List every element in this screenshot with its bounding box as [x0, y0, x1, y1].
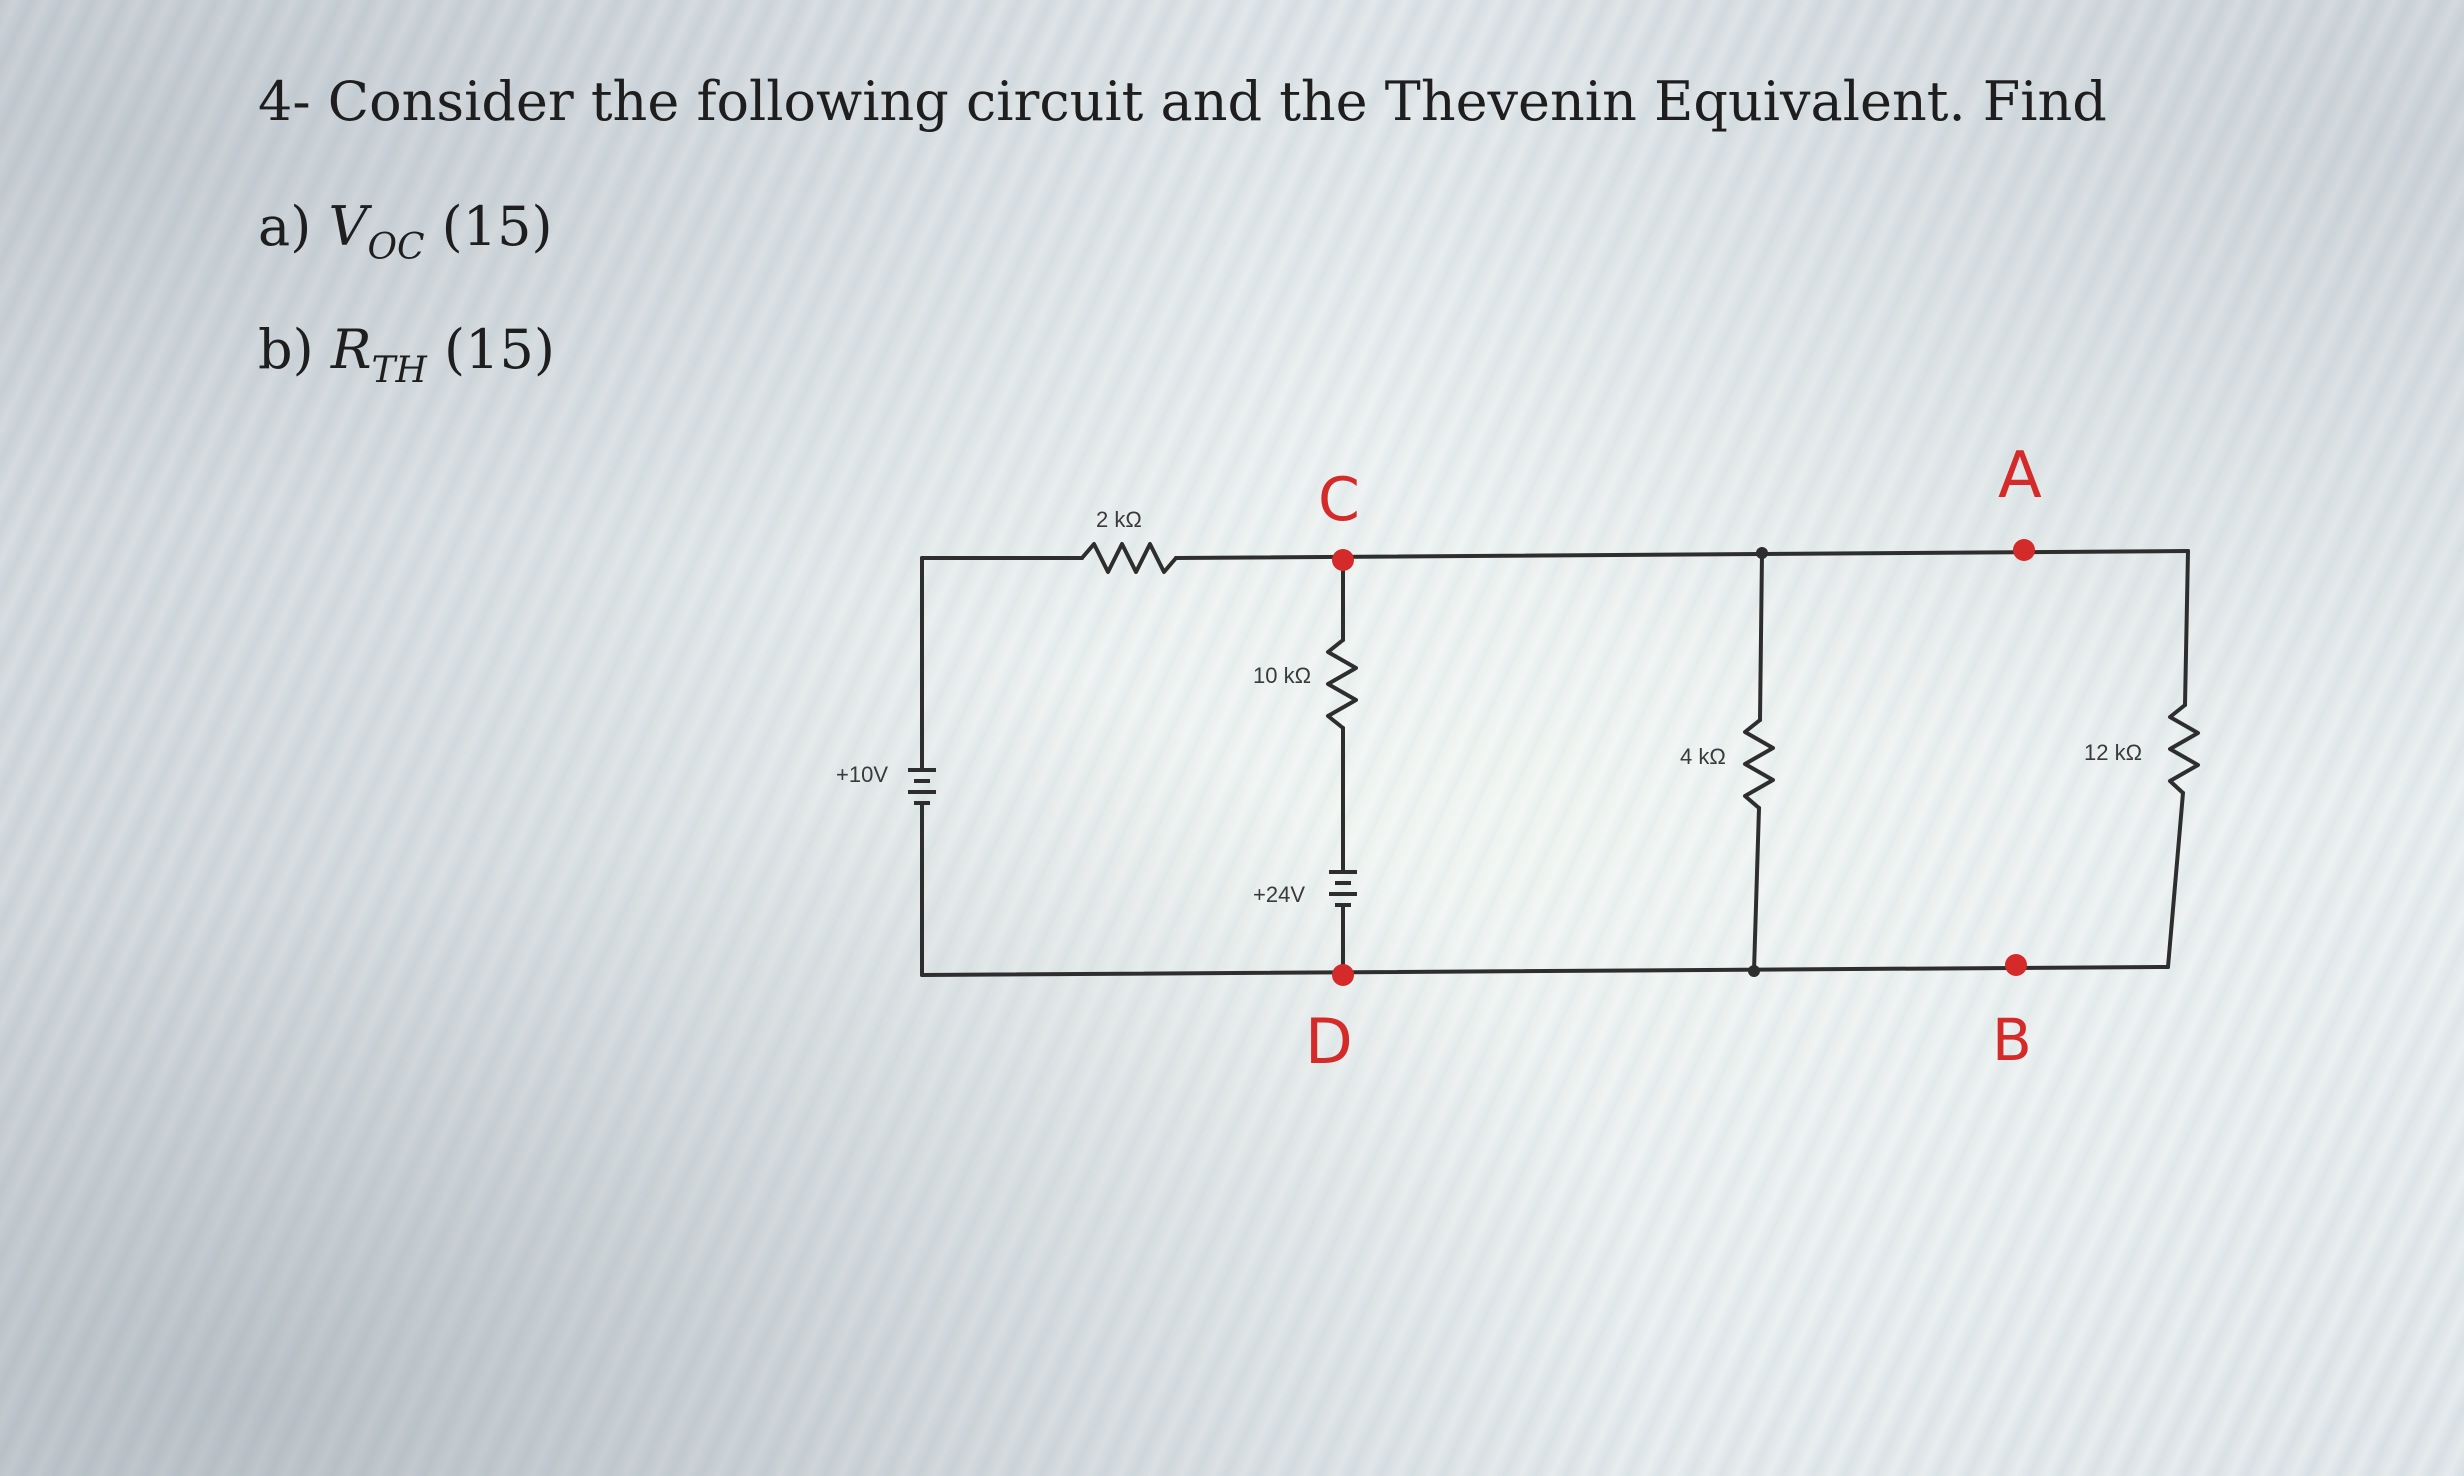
resistor-4k	[1743, 718, 1775, 810]
wire-4k-top	[1758, 551, 1764, 722]
junction-dot-top	[1756, 547, 1768, 559]
voc-subscript: OC	[367, 227, 425, 268]
battery-24v	[1329, 870, 1357, 907]
label-node-d: D	[1305, 1005, 1353, 1078]
label-node-a: A	[1998, 439, 2042, 513]
wire-12k-bottom	[2166, 791, 2185, 969]
voc-symbol: V	[328, 195, 368, 258]
part-a-points: (15)	[424, 195, 553, 258]
label-4k: 4 kΩ	[1680, 744, 1726, 769]
rth-subscript: TH	[371, 350, 427, 391]
resistor-2k	[1080, 542, 1178, 574]
question-title: 4- Consider the following circuit and th…	[258, 70, 2107, 133]
label-24v: +24V	[1253, 882, 1305, 907]
wire-12k-top	[2183, 549, 2190, 707]
wire-bottom	[920, 965, 2170, 977]
label-node-b: B	[1992, 1006, 2032, 1074]
wire-4k-bottom	[1752, 806, 1761, 973]
part-b-prefix: b)	[258, 318, 331, 381]
label-2k: 2 kΩ	[1096, 507, 1142, 532]
label-node-c: C	[1318, 465, 1360, 535]
resistor-12k	[2168, 703, 2200, 795]
battery-10v	[908, 768, 936, 805]
label-12k: 12 kΩ	[2084, 740, 2142, 765]
node-a-dot	[2013, 539, 2035, 561]
junction-dot-bottom	[1748, 965, 1760, 977]
node-b-dot	[2005, 954, 2027, 976]
node-c-dot	[1332, 549, 1354, 571]
label-10v: +10V	[836, 762, 888, 787]
wire-top-right	[1174, 549, 2190, 560]
resistor-10k	[1326, 638, 1358, 730]
rth-symbol: R	[330, 318, 372, 381]
question-part-a: a) VOC (15)	[258, 195, 553, 268]
node-d-dot	[1332, 964, 1354, 986]
part-b-points: (15)	[426, 318, 555, 381]
label-10k: 10 kΩ	[1253, 663, 1311, 688]
question-part-b: b) RTH (15)	[258, 318, 555, 391]
part-a-prefix: a)	[258, 195, 329, 258]
